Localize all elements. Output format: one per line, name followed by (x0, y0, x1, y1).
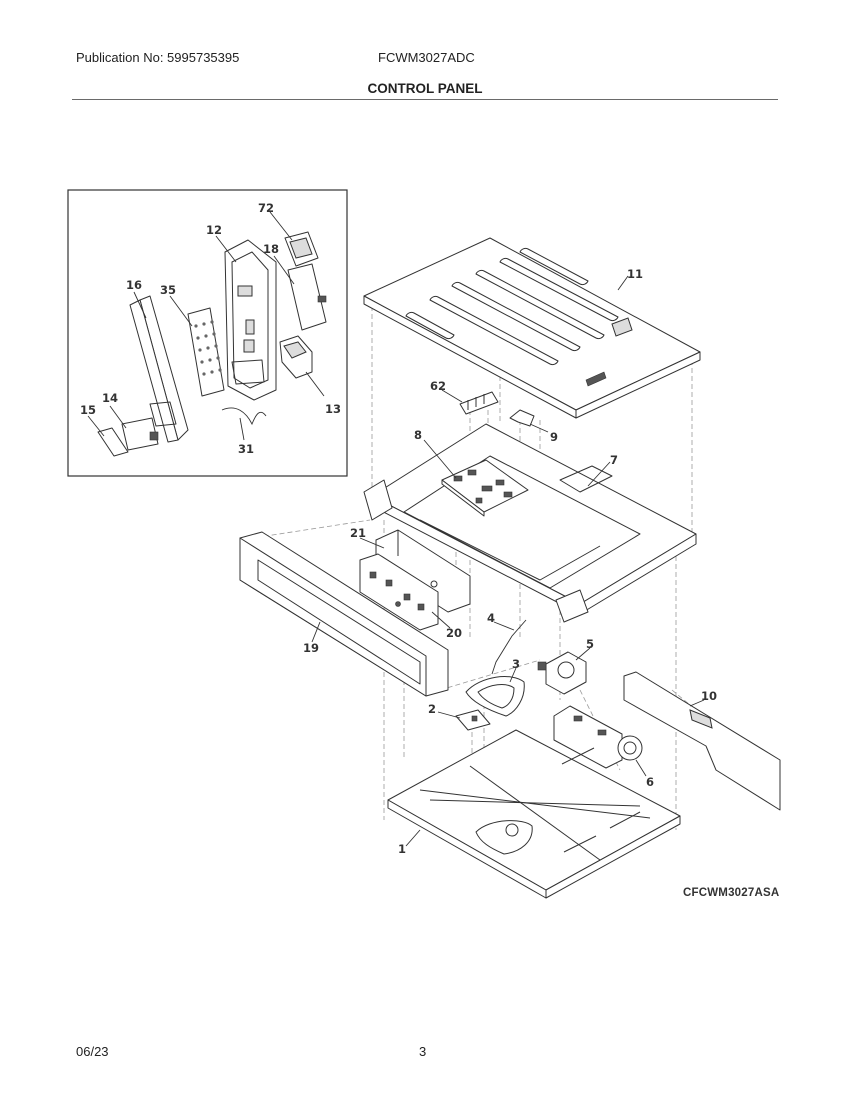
callout-6: 6 (646, 775, 654, 789)
part-18-board (287, 263, 327, 331)
callout-5: 5 (586, 637, 594, 651)
callout-16: 16 (126, 278, 142, 292)
part-35-keypad-membrane (187, 307, 225, 397)
callout-7: 7 (610, 453, 618, 467)
part-9-clamp (509, 409, 535, 427)
callout-18: 18 (263, 242, 279, 256)
inset-frame (67, 189, 348, 477)
part-8-control-board (441, 459, 529, 517)
part-62-connector (459, 391, 499, 415)
callout-72: 72 (258, 201, 274, 215)
part-31-wire (221, 407, 267, 426)
part-14-button (121, 417, 159, 451)
page-title: CONTROL PANEL (367, 81, 483, 96)
footer-date: 06/23 (76, 1044, 109, 1059)
callout-2: 2 (428, 702, 436, 716)
part-1-base-plate (387, 729, 681, 899)
part-10-rear-shield (623, 671, 781, 811)
part-6-actuator (553, 705, 643, 769)
callout-9: 9 (550, 430, 558, 444)
page-number: 3 (419, 1044, 427, 1059)
callout-4: 4 (487, 611, 495, 625)
callout-10: 10 (701, 689, 717, 703)
callout-11: 11 (627, 267, 643, 281)
callout-1: 1 (398, 842, 406, 856)
callouts: 72 12 18 16 35 14 15 13 31 11 62 9 8 7 2… (80, 201, 717, 856)
publication-number: Publication No: 5995735395 (76, 50, 240, 65)
part-11-top-cover (363, 237, 701, 419)
callout-15: 15 (80, 403, 96, 417)
part-15-lens (97, 427, 129, 457)
part-72-bracket (284, 231, 319, 267)
callout-21: 21 (350, 526, 366, 540)
callout-14: 14 (102, 391, 118, 405)
part-16-overlay (129, 295, 189, 443)
part-13-clip (279, 335, 313, 379)
part-20-display-board (359, 553, 439, 631)
callout-20: 20 (446, 626, 462, 640)
part-3-pad (465, 676, 525, 717)
header-rule (72, 99, 778, 100)
model-number: FCWM3027ADC (378, 50, 475, 65)
callout-19: 19 (303, 641, 319, 655)
callout-31: 31 (238, 442, 254, 456)
part-5-motor (537, 651, 587, 695)
leader-lines (87, 211, 705, 847)
callout-13: 13 (325, 402, 341, 416)
callout-8: 8 (414, 428, 422, 442)
part-2-bracket (455, 709, 491, 731)
callout-62: 62 (430, 379, 446, 393)
callout-12: 12 (206, 223, 222, 237)
diagram-code: CFCWM3027ASA (683, 887, 780, 899)
part-7-control-plate (363, 423, 697, 623)
part-12-dispenser-housing (224, 239, 277, 401)
callout-35: 35 (160, 283, 176, 297)
part-4-harness (491, 619, 527, 675)
part-19-front-panel (239, 531, 449, 697)
callout-3: 3 (512, 657, 520, 671)
